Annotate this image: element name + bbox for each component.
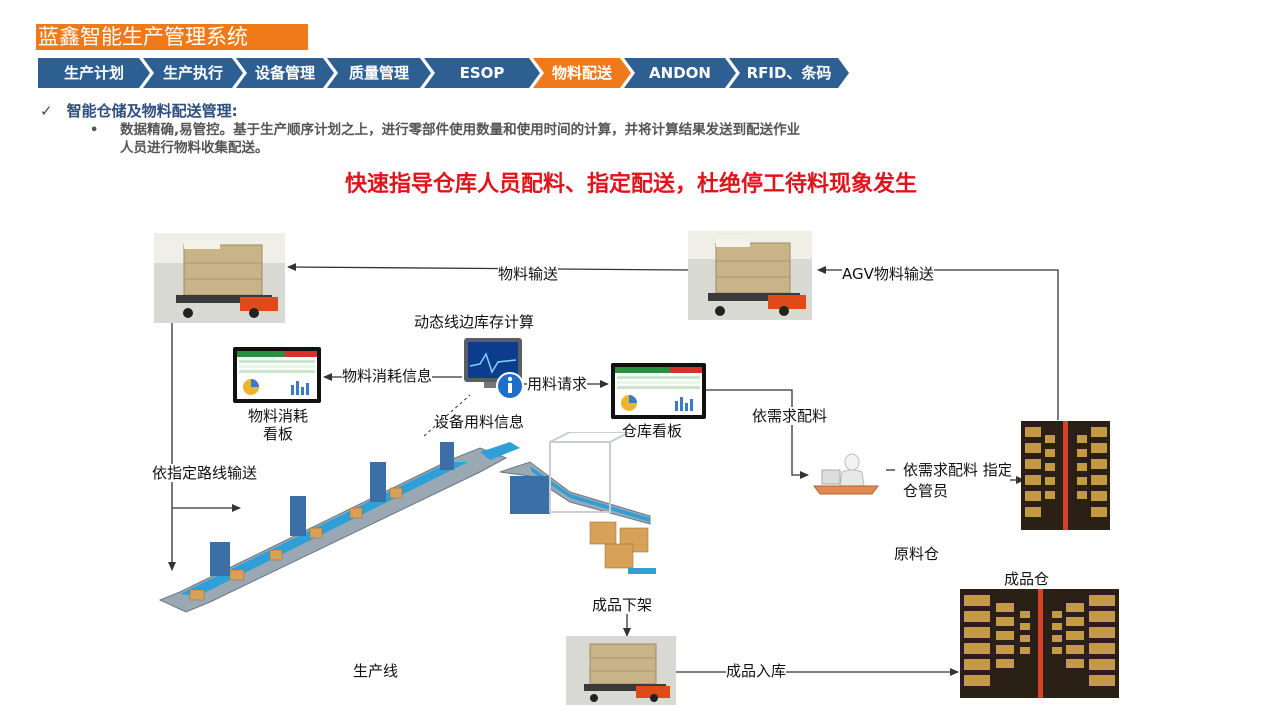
module-nav: 生产计划 生产执行 设备管理 质量管理 ESOP 物料配送 ANDON RFID… [38,58,850,88]
unload-finished-label: 成品下架 [592,596,653,614]
tab-equipment[interactable]: 设备管理 [236,58,334,88]
tab-esop[interactable]: ESOP [424,58,540,88]
material-request-label: 用料请求 [527,375,588,393]
keeper-action-label: 依需求配料 指定 [903,461,1011,479]
warehouse-keeper-icon [813,453,879,495]
raw-warehouse-label: 原料仓 [894,545,940,563]
section-heading-text: 智能仓储及物料配送管理: [66,102,238,120]
slogan: 快速指导仓库人员配料、指定配送，杜绝停工待料现象发生 [344,172,917,197]
dashboard-icon [237,351,317,395]
agv-transport-arrow [817,266,1059,420]
description-line-2: 人员进行物料收集配送。 [120,140,269,156]
material-transport-arrow [287,263,689,272]
equipment-info-link [423,394,471,437]
consumption-board-icon [233,347,321,403]
warehouse-racks-picture [1021,421,1110,530]
checkmark-icon: ✓ [40,102,53,120]
bullet-icon: • [90,123,99,138]
tab-rfid-barcode[interactable]: RFID、条码 [729,58,849,88]
dashboard-icon [615,367,702,411]
warehouse-board-icon [611,363,706,419]
consumption-board-label-line1: 物料消耗 [247,407,308,425]
pallet-agv-picture [154,233,285,323]
warehouse-racks-picture [960,589,1119,698]
computer-icon [464,338,524,400]
tab-production-plan[interactable]: 生产计划 [38,58,150,88]
consumption-board-label: 物料消耗 看板 [236,407,320,443]
on-demand-pick-label: 依需求配料 [752,407,828,425]
description-line-1: 数据精确,易管控。基于生产顺序计划之上，进行零部件使用数量和使用时间的计算，并将… [120,122,801,138]
consumption-info-label: 物料消耗信息 [342,367,433,385]
pallet-image-top-left [154,233,285,323]
finished-inbound-label: 成品入库 [726,662,787,680]
on-demand-pick-arrow [706,389,809,479]
finished-warehouse-label: 成品仓 [1004,570,1050,588]
pallet-image-top-right [688,231,812,320]
production-line-label: 生产线 [353,662,399,680]
tab-production-execution[interactable]: 生产执行 [143,58,243,88]
material-transport-label: 物料输送 [498,265,559,283]
equipment-material-info-label: 设备用料信息 [434,413,525,431]
dynamic-stock-calc-label: 动态线边库存计算 [414,313,535,331]
section-heading: ✓ 智能仓储及物料配送管理: [40,100,238,121]
production-line-image [158,432,656,613]
route-transport-label: 依指定路线输送 [152,464,258,482]
finished-warehouse-image [960,589,1119,698]
agv-transport-label: AGV物料输送 [842,265,934,283]
tab-material-delivery[interactable]: 物料配送 [533,58,631,88]
app-title: 蓝鑫智能生产管理系统 [36,24,308,50]
tab-andon[interactable]: ANDON [624,58,736,88]
pallet-image-bottom [566,636,676,705]
raw-warehouse-image [1021,421,1110,530]
keeper-label: 仓管员 [903,482,949,500]
section-description: 数据精确,易管控。基于生产顺序计划之上，进行零部件使用数量和使用时间的计算，并将… [120,121,940,157]
pallet-agv-picture [566,636,676,705]
pallet-agv-picture [688,231,812,320]
tab-quality[interactable]: 质量管理 [327,58,431,88]
warehouse-board-label: 仓库看板 [622,422,683,440]
consumption-board-label-line2: 看板 [262,425,293,443]
